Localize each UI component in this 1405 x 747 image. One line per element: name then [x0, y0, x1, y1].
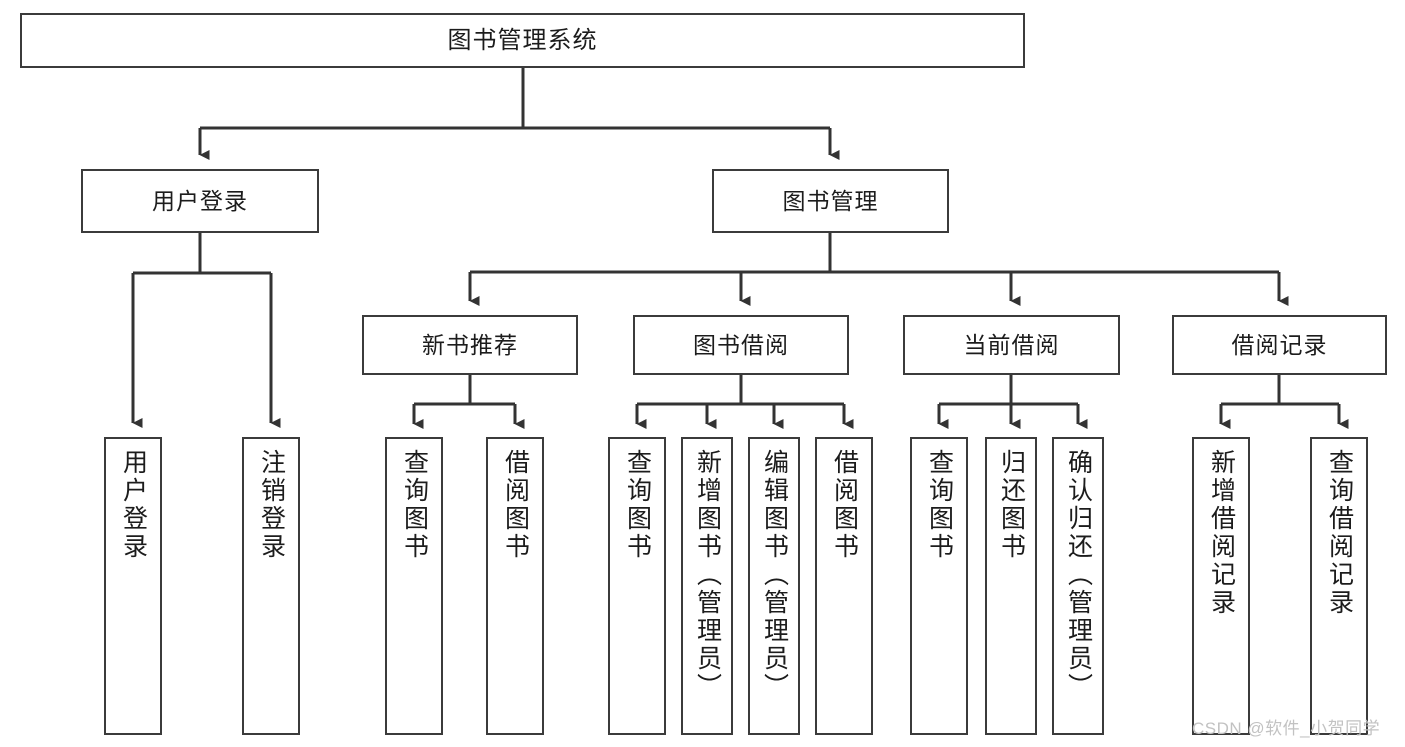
node-user-login[interactable]: 用户登录 — [81, 169, 319, 233]
node-label: 新增图书（管理员） — [693, 449, 722, 701]
node-root-system[interactable]: 图书管理系统 — [20, 13, 1025, 68]
node-new-book-recommend[interactable]: 新书推荐 — [362, 315, 578, 375]
node-label: 图书管理系统 — [447, 26, 598, 54]
node-label: 图书借阅 — [693, 331, 789, 358]
node-leaf-query-book-3[interactable]: 查询图书 — [910, 437, 968, 735]
node-label: 查询图书 — [925, 449, 954, 561]
node-label: 借阅图书 — [501, 449, 530, 561]
node-label: 当前借阅 — [963, 331, 1060, 358]
node-label: 归还图书 — [997, 449, 1026, 561]
node-leaf-query-borrow-record[interactable]: 查询借阅记录 — [1310, 437, 1368, 735]
node-leaf-borrow-book-1[interactable]: 借阅图书 — [486, 437, 544, 735]
node-borrow-record[interactable]: 借阅记录 — [1172, 315, 1387, 375]
node-leaf-logout-login[interactable]: 注销登录 — [242, 437, 300, 735]
node-label: 图书管理 — [782, 187, 879, 214]
node-label: 借阅图书 — [830, 449, 859, 561]
node-book-borrow[interactable]: 图书借阅 — [633, 315, 849, 375]
node-label: 新增借阅记录 — [1207, 449, 1236, 617]
node-leaf-user-login[interactable]: 用户登录 — [104, 437, 162, 735]
csdn-watermark: CSDN @软件_小贺同学 — [1192, 719, 1381, 738]
node-label: 用户登录 — [152, 187, 248, 214]
node-leaf-query-book-1[interactable]: 查询图书 — [385, 437, 443, 735]
node-leaf-borrow-book-2[interactable]: 借阅图书 — [815, 437, 873, 735]
node-label: 注销登录 — [257, 449, 286, 561]
node-current-borrow[interactable]: 当前借阅 — [903, 315, 1120, 375]
node-label: 查询借阅记录 — [1325, 449, 1354, 617]
node-leaf-confirm-return-admin[interactable]: 确认归还（管理员） — [1052, 437, 1104, 735]
node-leaf-add-borrow-record[interactable]: 新增借阅记录 — [1192, 437, 1250, 735]
node-label: 确认归还（管理员） — [1064, 449, 1093, 701]
node-leaf-edit-book-admin[interactable]: 编辑图书（管理员） — [748, 437, 800, 735]
node-label: 查询图书 — [623, 449, 652, 561]
node-label: 用户登录 — [119, 449, 148, 561]
node-label: 新书推荐 — [422, 331, 518, 358]
node-label: 查询图书 — [400, 449, 429, 561]
node-leaf-query-book-2[interactable]: 查询图书 — [608, 437, 666, 735]
node-leaf-add-book-admin[interactable]: 新增图书（管理员） — [681, 437, 733, 735]
node-leaf-return-book[interactable]: 归还图书 — [985, 437, 1037, 735]
node-label: 借阅记录 — [1231, 331, 1328, 358]
node-book-manage[interactable]: 图书管理 — [712, 169, 949, 233]
node-label: 编辑图书（管理员） — [760, 449, 789, 701]
